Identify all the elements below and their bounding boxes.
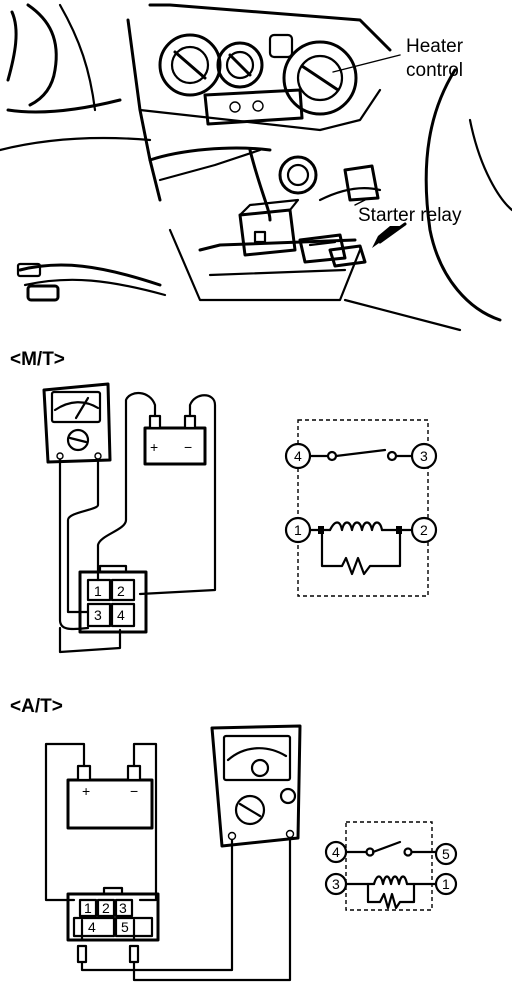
heater-control-label-line1: Heater (406, 36, 464, 57)
mt-wiring (58, 392, 217, 654)
dashboard-illustration (0, 3, 512, 332)
mt-pin-3: 3 (94, 607, 102, 623)
mt-schematic-pin-2: 2 (420, 522, 428, 538)
at-relay-connector: 1 2 3 4 5 (66, 886, 160, 942)
at-pin-4: 4 (88, 919, 96, 935)
at-schematic-pin-3: 3 (332, 876, 340, 892)
mt-relay-connector: 1 2 3 4 (78, 564, 148, 634)
at-pin-5: 5 (121, 919, 129, 935)
at-pin-1: 1 (84, 900, 92, 916)
mt-pin-4: 4 (117, 607, 125, 623)
mt-relay-schematic: 4 3 1 2 (284, 419, 438, 597)
at-schematic-pin-1: 1 (442, 876, 450, 892)
at-battery-plus: + (82, 783, 90, 799)
at-relay-schematic: 4 5 3 1 (324, 821, 458, 911)
mt-battery-plus: + (150, 439, 158, 455)
at-battery: + − (66, 764, 154, 830)
mt-schematic-pin-1: 1 (294, 522, 302, 538)
mt-schematic-pin-3: 3 (420, 448, 428, 464)
mt-pin-1: 1 (94, 583, 102, 599)
mt-pin-2: 2 (117, 583, 125, 599)
starter-relay-label: Starter relay (358, 205, 462, 226)
mt-battery: + − (143, 414, 207, 466)
mt-section-heading: <M/T> (10, 349, 65, 370)
at-schematic-pin-5: 5 (442, 846, 450, 862)
heater-control-label-line2: control (406, 60, 463, 81)
mt-battery-minus: − (184, 439, 192, 455)
mt-ohmmeter (42, 382, 112, 464)
at-ohmmeter (210, 724, 302, 848)
at-pin-3: 3 (119, 900, 127, 916)
at-section-heading: <A/T> (10, 696, 63, 717)
at-pin-2: 2 (102, 900, 110, 916)
at-battery-minus: − (130, 783, 138, 799)
at-schematic-pin-4: 4 (332, 844, 340, 860)
mt-schematic-pin-4: 4 (294, 448, 302, 464)
